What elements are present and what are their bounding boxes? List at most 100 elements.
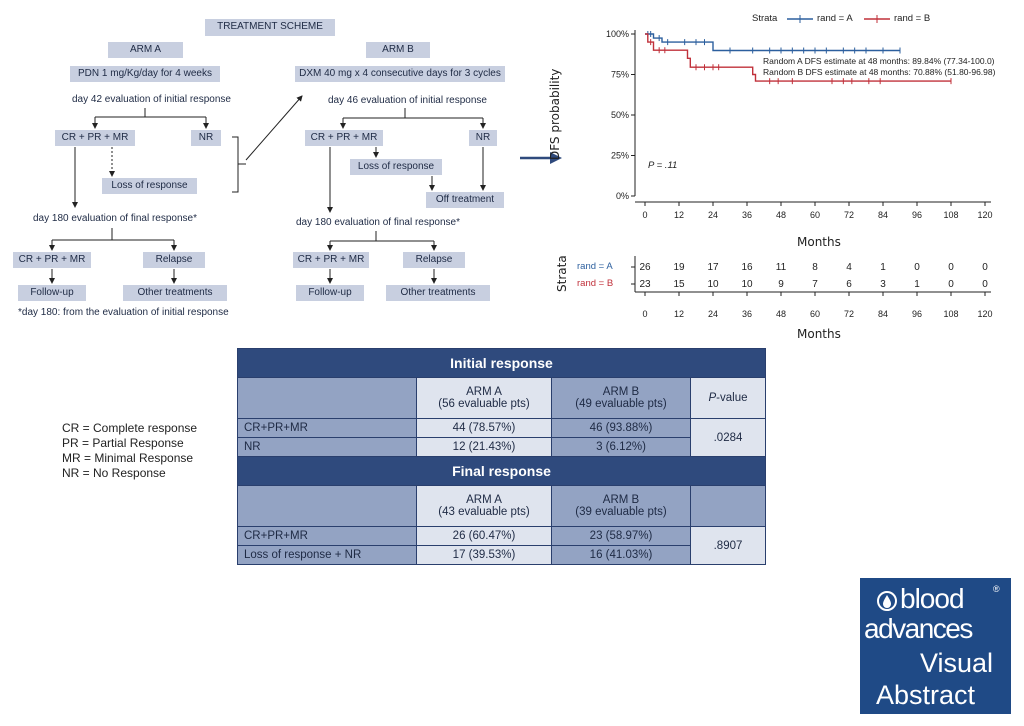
y-tick-label: 50% bbox=[611, 110, 629, 120]
risk-value: 6 bbox=[846, 279, 852, 290]
arm-b-off: Off treatment bbox=[426, 192, 504, 208]
initial-corner bbox=[237, 377, 417, 419]
x-tick-label: 96 bbox=[912, 210, 922, 220]
arm-b-loss: Loss of response bbox=[350, 159, 442, 175]
abbrev-legend: CR = Complete response PR = Partial Resp… bbox=[62, 421, 197, 481]
legend-item: PR = Partial Response bbox=[62, 436, 184, 450]
risk-x-tick-label: 0 bbox=[642, 309, 647, 319]
risk-x-tick-label: 12 bbox=[674, 309, 684, 319]
logo-line3: Visual bbox=[920, 648, 994, 678]
arm-b-label: ARM B bbox=[366, 42, 430, 58]
final-row-b: 23 (58.97%) bbox=[551, 526, 691, 546]
final-arm-a-sub: (43 evaluable pts) bbox=[438, 506, 530, 518]
initial-row-a: 12 (21.43%) bbox=[416, 437, 552, 457]
risk-value: 10 bbox=[707, 279, 719, 290]
risk-x-tick-label: 36 bbox=[742, 309, 752, 319]
y-tick-label: 100% bbox=[606, 29, 629, 39]
x-tick-label: 36 bbox=[742, 210, 752, 220]
final-title: Final response bbox=[237, 456, 766, 486]
arm-a-eval-final: day 180 evaluation of final response* bbox=[33, 213, 198, 224]
risk-row-label-a: rand = A bbox=[577, 261, 613, 272]
logo-line4: Abstract bbox=[876, 680, 976, 710]
arm-a-final-resp: CR + PR + MR bbox=[13, 252, 91, 268]
risk-x-tick-label: 24 bbox=[708, 309, 718, 319]
x-tick-label: 48 bbox=[776, 210, 786, 220]
logo-mark: ® bbox=[993, 584, 1000, 594]
table-row: CR+PR+MR 44 (78.57%) 46 (93.88%) .0284 bbox=[237, 418, 766, 457]
risk-value: 0 bbox=[948, 262, 954, 273]
scheme-footnote: *day 180: from the evaluation of initial… bbox=[18, 307, 229, 318]
arm-a-nr: NR bbox=[191, 130, 221, 146]
pvalue-p: P bbox=[708, 392, 717, 404]
legend-label-a: rand = A bbox=[817, 13, 853, 24]
final-arm-b: ARM B bbox=[602, 494, 640, 506]
final-arm-b-sub: (39 evaluable pts) bbox=[575, 506, 667, 518]
annotation-a: Random A DFS estimate at 48 months: 89.8… bbox=[763, 56, 995, 66]
series-line-a bbox=[645, 33, 900, 52]
x-tick-label: 12 bbox=[674, 210, 684, 220]
blood-advances-logo: blood ® advances Visual Abstract bbox=[860, 578, 1011, 714]
risk-value: 1 bbox=[880, 262, 886, 273]
risk-value: 11 bbox=[776, 262, 787, 273]
legend-item: NR = No Response bbox=[62, 466, 166, 480]
risk-value: 10 bbox=[741, 279, 753, 290]
arm-b-follow: Follow-up bbox=[296, 285, 364, 301]
legend-swatch-a bbox=[787, 15, 813, 23]
x-tick-label: 120 bbox=[977, 210, 992, 220]
arm-b-other: Other treatments bbox=[386, 285, 490, 301]
final-pvalue: .8907 bbox=[690, 526, 766, 565]
x-tick-label: 72 bbox=[844, 210, 854, 220]
table-row: CR+PR+MR 26 (60.47%) 23 (58.97%) .8907 bbox=[237, 526, 766, 565]
initial-pvalue: .0284 bbox=[690, 418, 766, 457]
x-tick-label: 60 bbox=[810, 210, 820, 220]
response-table: Initial response ARM A (56 evaluable pts… bbox=[237, 348, 766, 565]
arm-b-nr: NR bbox=[469, 130, 497, 146]
y-tick-label: 25% bbox=[611, 151, 629, 161]
x-tick-label: 0 bbox=[642, 210, 647, 220]
risk-value: 0 bbox=[948, 279, 954, 290]
risk-value: 8 bbox=[812, 262, 818, 273]
arm-a-label: ARM A bbox=[108, 42, 183, 58]
arm-b-final-resp: CR + PR + MR bbox=[293, 252, 369, 268]
initial-arm-b: ARM B bbox=[602, 386, 640, 398]
risk-value: 0 bbox=[982, 262, 988, 273]
y-tick-label: 0% bbox=[616, 191, 629, 201]
initial-arm-b-head: ARM B (49 evaluable pts) bbox=[551, 377, 691, 419]
risk-value: 7 bbox=[812, 279, 818, 290]
arm-a-drug: PDN 1 mg/Kg/day for 4 weeks bbox=[70, 66, 220, 82]
initial-arm-a-sub: (56 evaluable pts) bbox=[438, 398, 530, 410]
logo-line2: advances bbox=[864, 613, 973, 644]
arrow-icon bbox=[520, 152, 562, 164]
final-row-a: 26 (60.47%) bbox=[416, 526, 552, 546]
initial-arm-a: ARM A bbox=[466, 386, 502, 398]
risk-value: 17 bbox=[707, 262, 719, 273]
initial-row-b: 3 (6.12%) bbox=[551, 437, 691, 457]
risk-x-tick-label: 96 bbox=[912, 309, 922, 319]
arm-a-other: Other treatments bbox=[123, 285, 227, 301]
risk-value: 1 bbox=[914, 279, 920, 290]
initial-row-label: NR bbox=[237, 437, 417, 457]
risk-x-tick-label: 48 bbox=[776, 309, 786, 319]
table-row: Loss of response + NR 17 (39.53%) 16 (41… bbox=[237, 545, 766, 565]
risk-value: 4 bbox=[846, 262, 852, 273]
legend-label-b: rand = B bbox=[894, 13, 931, 24]
legend-swatch-b bbox=[864, 15, 890, 23]
annotation-b: Random B DFS estimate at 48 months: 70.8… bbox=[763, 67, 996, 77]
final-row-label: Loss of response + NR bbox=[237, 545, 417, 565]
initial-row-a: 44 (78.57%) bbox=[416, 418, 552, 438]
risk-label: Strata bbox=[555, 255, 569, 292]
legend-item: MR = Minimal Response bbox=[62, 451, 194, 465]
x-tick-label: 24 bbox=[708, 210, 718, 220]
x-axis-label: Months bbox=[797, 235, 841, 249]
x-tick-label: 108 bbox=[943, 210, 958, 220]
final-corner bbox=[237, 485, 417, 527]
risk-x-tick-label: 72 bbox=[844, 309, 854, 319]
final-row-a: 17 (39.53%) bbox=[416, 545, 552, 565]
arm-a-loss: Loss of response bbox=[102, 178, 197, 194]
final-arm-a-head: ARM A (43 evaluable pts) bbox=[416, 485, 552, 527]
table-row: NR 12 (21.43%) 3 (6.12%) bbox=[237, 437, 766, 457]
risk-x-tick-label: 108 bbox=[943, 309, 958, 319]
risk-value: 23 bbox=[639, 279, 651, 290]
legend-title: Strata bbox=[752, 13, 778, 24]
